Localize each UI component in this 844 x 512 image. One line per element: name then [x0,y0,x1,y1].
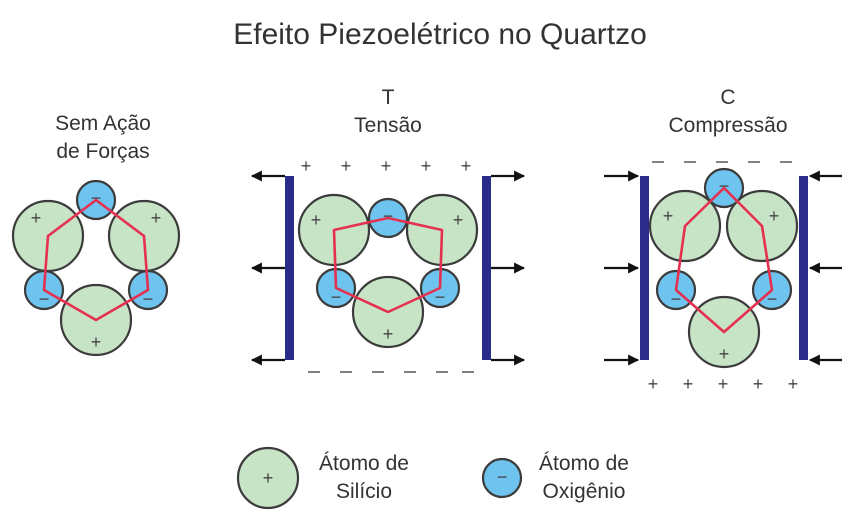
minus-sign: − [143,289,154,309]
left-plate [285,176,294,360]
compression-bottom-charges: + + + + + [648,374,799,394]
plus-sign: + [719,344,730,364]
svg-text:+: + [381,156,392,176]
panel-rest: Sem Ação de Forças + + + − − − [11,112,181,357]
panel-tension: T Tensão + + + + + + [250,86,526,373]
tension-top-charges: + + + + + [301,156,472,176]
minus-sign: − [435,287,446,307]
plus-sign: + [151,208,162,228]
rest-label-line2: de Forças [56,140,149,163]
svg-text:+: + [788,374,799,394]
minus-sign: − [671,289,682,309]
diagram-title: Efeito Piezoelétrico no Quartzo [233,18,647,51]
plus-sign: + [311,210,322,230]
plus-sign: + [769,206,780,226]
minus-sign: − [331,287,342,307]
rest-label-line1: Sem Ação [55,112,151,135]
hexagon-bond [674,186,774,334]
svg-text:+: + [718,374,729,394]
legend-silicon-atom [236,446,300,510]
minus-sign: − [39,289,50,309]
svg-text:+: + [421,156,432,176]
svg-text:+: + [683,374,694,394]
legend-silicon-line2: Silício [336,480,392,503]
plus-sign: + [263,468,274,488]
hexagon-bond [332,216,444,314]
legend-oxygen-line1: Átomo de [539,452,629,475]
right-plate [482,176,491,360]
right-plate [799,176,808,360]
left-plate [640,176,649,360]
minus-sign: − [497,467,508,487]
tension-label: Tensão [354,114,422,137]
minus-sign: − [91,188,102,208]
minus-sign: − [767,289,778,309]
legend-oxygen-atom [481,457,523,499]
hexagon-bond [42,198,150,322]
legend-silicon-line1: Átomo de [319,452,409,475]
minus-sign: − [383,206,394,226]
plus-sign: + [663,206,674,226]
legend-oxygen: − Átomo de Oxigênio [481,452,629,503]
plus-sign: + [91,332,102,352]
svg-text:+: + [301,156,312,176]
svg-text:+: + [461,156,472,176]
svg-text:+: + [753,374,764,394]
plus-sign: + [383,324,394,344]
svg-text:+: + [341,156,352,176]
plus-sign: + [31,208,42,228]
panel-compression: C Compressão + + + + + + [604,86,842,394]
plus-sign: + [453,210,464,230]
legend-oxygen-line2: Oxigênio [543,480,626,503]
minus-sign: − [719,176,730,196]
tension-letter: T [382,86,395,109]
legend-silicon: + Átomo de Silício [236,446,409,510]
svg-text:+: + [648,374,659,394]
legend: + Átomo de Silício − Átomo de Oxigênio [236,446,629,510]
compression-letter: C [720,86,735,109]
compression-label: Compressão [668,114,787,137]
